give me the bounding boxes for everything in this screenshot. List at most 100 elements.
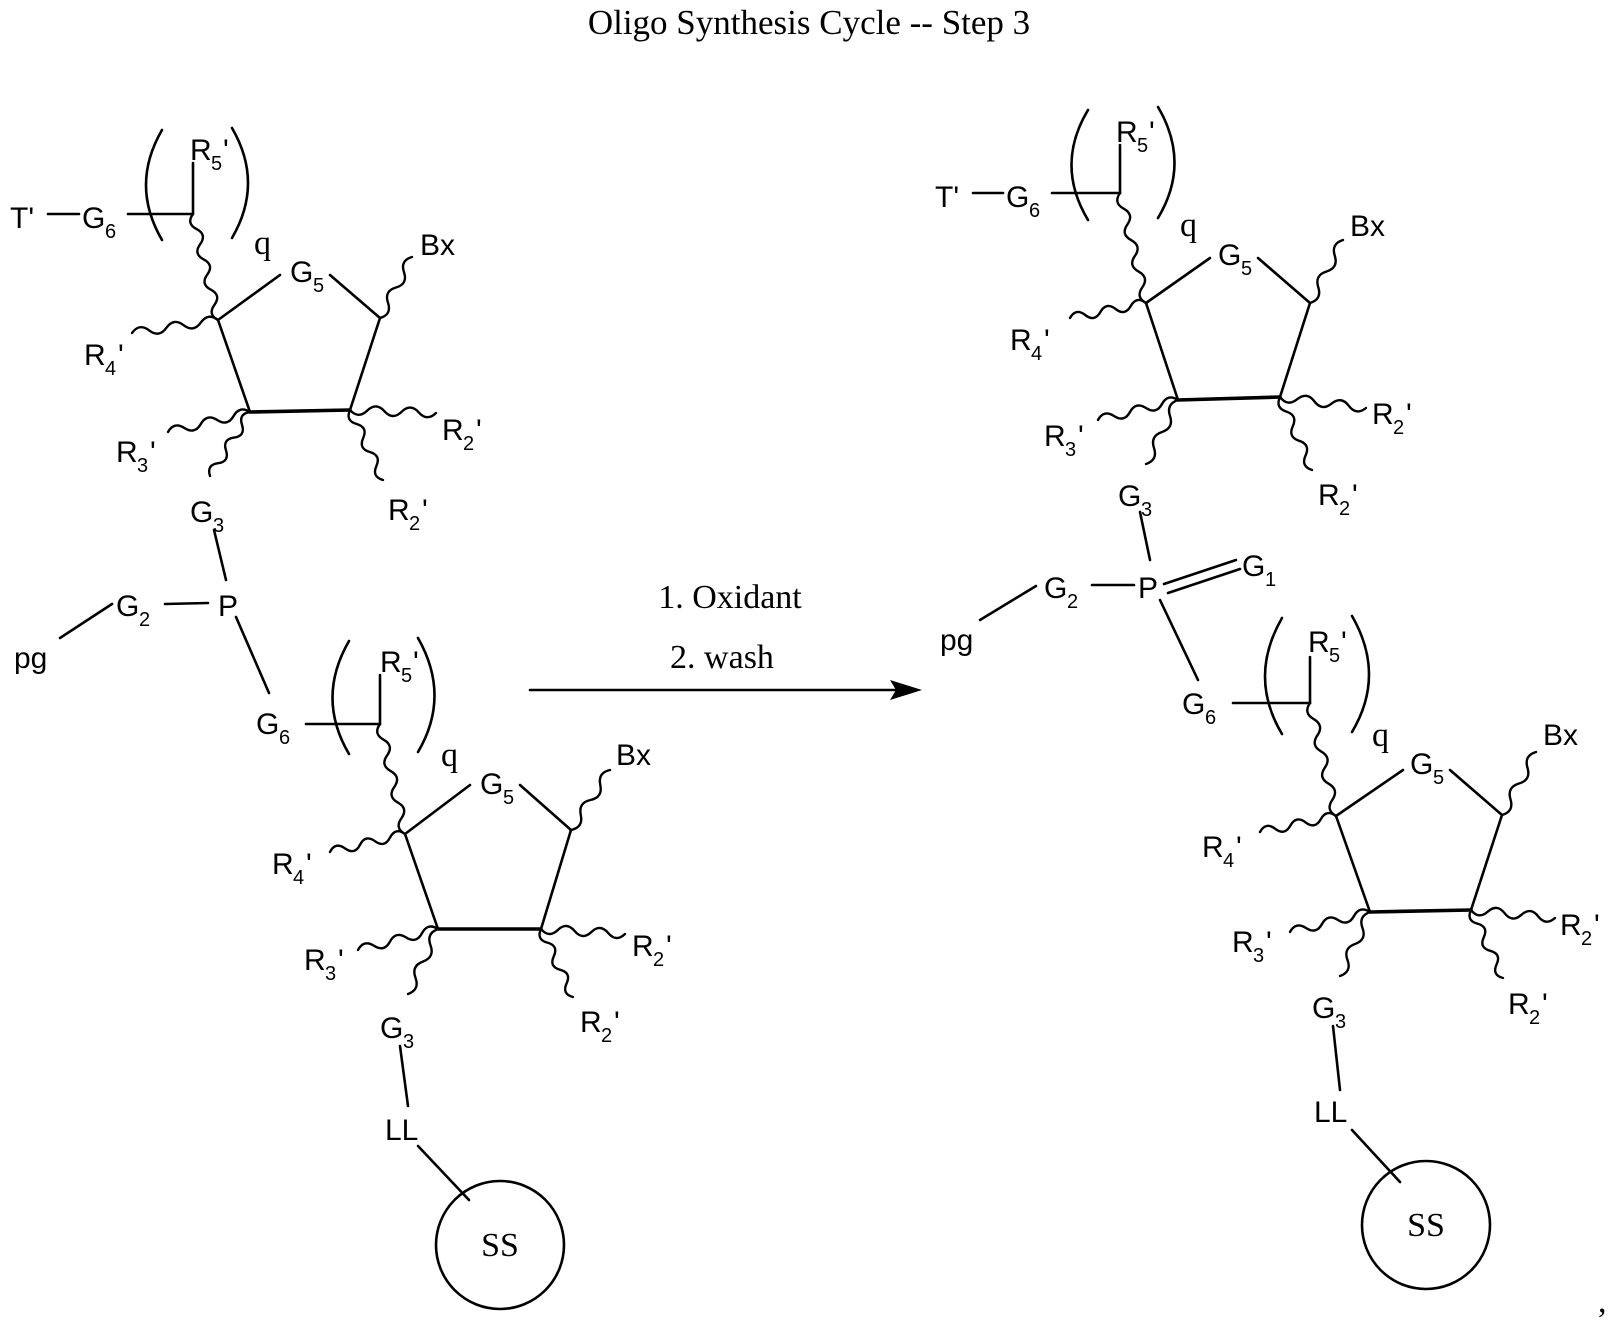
wavy-bond	[377, 724, 405, 834]
svg-text:': '	[422, 494, 428, 527]
svg-text:2: 2	[601, 1025, 612, 1047]
r-label: R	[116, 436, 138, 469]
svg-text:': '	[1266, 926, 1272, 959]
svg-text:3: 3	[213, 515, 224, 537]
g-label: G	[1312, 992, 1335, 1025]
svg-text:4: 4	[293, 867, 304, 889]
svg-text:5: 5	[211, 153, 222, 175]
wavy-bond	[1290, 909, 1370, 932]
bx-label: Bx	[616, 739, 651, 772]
svg-text:': '	[614, 1006, 620, 1039]
q-label: q	[1372, 717, 1389, 754]
svg-text:3: 3	[137, 455, 148, 477]
svg-text:2: 2	[463, 433, 474, 455]
product-structure: T' G 6 R 5 ' q G 5 Bx R 4 ' R 2 ' R 3 ' …	[935, 107, 1600, 1289]
r-label: R	[388, 494, 410, 527]
ss-label: SS	[1407, 1207, 1445, 1244]
svg-text:': '	[1149, 116, 1155, 149]
reactant-upper-nucleoside	[48, 128, 436, 480]
wavy-bond	[168, 409, 250, 432]
svg-text:5: 5	[1329, 645, 1340, 667]
phosphorus-label: P	[1138, 572, 1158, 605]
g-label: G	[1218, 239, 1241, 272]
wavy-bond	[330, 831, 405, 852]
svg-text:': '	[1078, 420, 1084, 453]
svg-text:6: 6	[279, 727, 290, 749]
svg-text:': '	[1236, 831, 1242, 864]
r-label: R	[1508, 988, 1530, 1021]
t-prime-label: T'	[10, 202, 34, 235]
reagent-step-2: 2. wash	[670, 639, 774, 676]
q-label: q	[254, 225, 271, 262]
wavy-bond	[190, 214, 218, 320]
r-label: R	[1318, 479, 1340, 512]
g-label: G	[82, 202, 105, 235]
svg-text:6: 6	[105, 221, 116, 243]
g-label: G	[1410, 748, 1433, 781]
r-label: R	[1044, 420, 1066, 453]
svg-text:2: 2	[653, 949, 664, 971]
g-label: G	[1242, 550, 1265, 583]
wavy-bond	[541, 926, 625, 938]
wavy-bond	[571, 770, 610, 830]
svg-text:2: 2	[1529, 1007, 1540, 1029]
r-label: R	[1308, 626, 1330, 659]
product-lower-nucleoside	[1233, 616, 1555, 1289]
svg-text:': '	[476, 414, 482, 447]
svg-text:2: 2	[1067, 591, 1078, 613]
svg-text:': '	[1352, 479, 1358, 512]
svg-text:3: 3	[325, 963, 336, 985]
bx-label: Bx	[420, 229, 455, 262]
svg-text:3: 3	[1253, 945, 1264, 967]
g-label: G	[480, 768, 503, 801]
wavy-bond	[1307, 703, 1336, 816]
svg-text:6: 6	[1205, 707, 1216, 729]
svg-text:3: 3	[403, 1031, 414, 1053]
svg-text:4: 4	[1031, 343, 1042, 365]
r-label: R	[1010, 324, 1032, 357]
wavy-bond	[1278, 397, 1312, 470]
bx-label: Bx	[1350, 210, 1385, 243]
wavy-bond	[1098, 397, 1178, 420]
wavy-bond	[350, 406, 436, 417]
svg-text:': '	[306, 848, 312, 881]
svg-text:5: 5	[503, 787, 514, 809]
wavy-bond	[1117, 193, 1146, 303]
svg-text:5: 5	[401, 665, 412, 687]
svg-text:5: 5	[313, 275, 324, 297]
r-label: R	[84, 339, 106, 372]
svg-text:': '	[1594, 909, 1600, 942]
svg-text:': '	[413, 646, 419, 679]
g-label: G	[190, 496, 213, 529]
svg-text:4: 4	[1223, 850, 1234, 872]
g-label: G	[116, 590, 139, 623]
g-label: G	[1118, 480, 1141, 513]
svg-text:2: 2	[1339, 498, 1350, 520]
svg-text:': '	[118, 339, 124, 372]
r-label: R	[1116, 116, 1138, 149]
ss-label: SS	[481, 1227, 519, 1264]
r-label: R	[1372, 398, 1394, 431]
r-label: R	[304, 944, 326, 977]
svg-text:4: 4	[105, 358, 116, 380]
wavy-bond	[1471, 908, 1555, 922]
r-label: R	[442, 414, 464, 447]
r-label: R	[1560, 909, 1582, 942]
svg-text:': '	[338, 944, 344, 977]
svg-text:2: 2	[1393, 417, 1404, 439]
pg-label: pg	[14, 642, 47, 675]
svg-text:6: 6	[1029, 200, 1040, 222]
svg-text:': '	[1341, 626, 1347, 659]
wavy-bond	[380, 257, 412, 318]
svg-text:5: 5	[1137, 135, 1148, 157]
svg-text:': '	[1542, 988, 1548, 1021]
product-upper-nucleoside	[973, 107, 1366, 470]
svg-text:': '	[150, 436, 156, 469]
phosphorus-label: P	[218, 590, 238, 623]
svg-text:3: 3	[1335, 1011, 1346, 1033]
wavy-bond	[132, 317, 218, 334]
g-label: G	[290, 256, 313, 289]
svg-text:': '	[1044, 324, 1050, 357]
